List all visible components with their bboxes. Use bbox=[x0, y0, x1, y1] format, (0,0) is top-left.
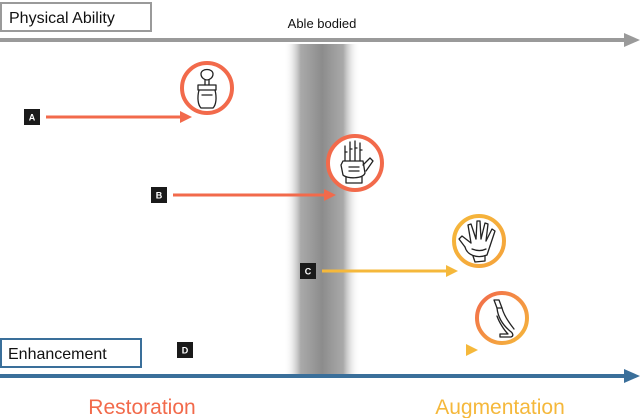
able-bodied-band bbox=[284, 44, 360, 374]
augmentation-label: Augmentation bbox=[435, 396, 565, 418]
blade-prosthesis-icon bbox=[475, 291, 529, 345]
physical-ability-axis bbox=[0, 33, 640, 47]
bionic-hand-icon bbox=[452, 214, 506, 268]
marker-c-label: C bbox=[305, 267, 312, 277]
marker-d-label: D bbox=[182, 346, 189, 356]
enhancement-axis bbox=[0, 369, 640, 383]
physical-ability-box: Physical Ability bbox=[0, 2, 152, 32]
marker-c-group: C bbox=[300, 263, 458, 279]
restoration-label: Restoration bbox=[88, 396, 195, 418]
marker-d-group: D bbox=[177, 342, 478, 358]
physical-ability-label: Physical Ability bbox=[9, 10, 115, 27]
marker-a-badge bbox=[24, 109, 40, 125]
marker-a-group: A bbox=[24, 109, 192, 125]
marker-b-group: B bbox=[151, 187, 336, 203]
able-bodied-label: Able bodied bbox=[288, 16, 357, 31]
marker-b-badge bbox=[151, 187, 167, 203]
hook-prosthesis-icon bbox=[180, 61, 234, 115]
marker-d-badge bbox=[177, 342, 193, 358]
marker-b-label: B bbox=[156, 191, 163, 201]
enhancement-box: Enhancement bbox=[0, 338, 142, 368]
marker-a-label: A bbox=[29, 113, 36, 123]
marker-c-badge bbox=[300, 263, 316, 279]
robotic-hand-icon bbox=[326, 134, 384, 192]
enhancement-label: Enhancement bbox=[8, 346, 107, 363]
